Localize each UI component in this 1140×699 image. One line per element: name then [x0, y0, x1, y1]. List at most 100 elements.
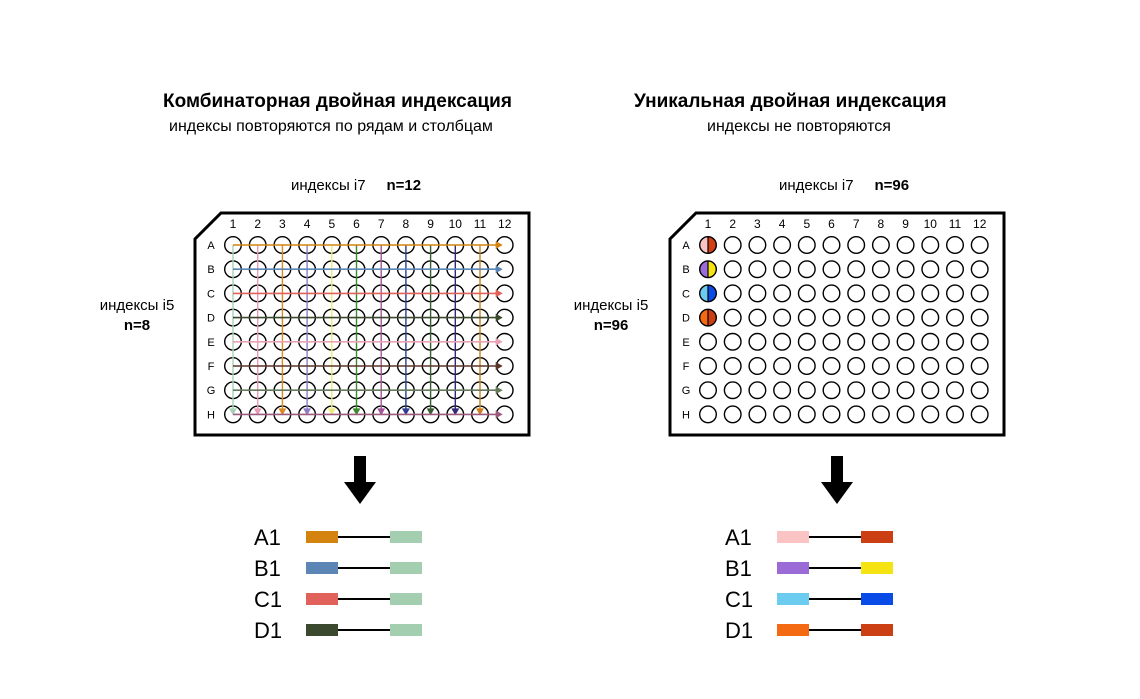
- left-row-label: H: [207, 409, 215, 421]
- right-row-label: A: [682, 240, 690, 252]
- left-column-arrowhead: [377, 408, 386, 416]
- right-well: [946, 260, 965, 279]
- left-pair-i5-swatch: [390, 531, 422, 543]
- left-row-arrowhead: [495, 313, 503, 322]
- left-i5-label: индексы i5: [99, 297, 175, 314]
- right-i7-count: n=96: [874, 177, 910, 194]
- left-i5-count: n=8: [123, 317, 151, 334]
- left-pair-i5-swatch: [390, 624, 422, 636]
- left-column-label: 12: [498, 217, 512, 231]
- right-well-i5-half: [708, 309, 717, 326]
- right-pair-i5-swatch: [861, 593, 893, 605]
- right-down-arrow: [821, 456, 853, 504]
- right-well: [822, 381, 841, 400]
- left-column-arrowhead: [476, 408, 484, 416]
- left-row-arrowhead: [495, 362, 503, 370]
- left-column-arrowhead: [426, 408, 435, 416]
- left-row-arrowhead: [495, 410, 503, 419]
- right-well: [748, 308, 767, 327]
- right-well: [896, 405, 915, 424]
- right-row-label: C: [682, 288, 690, 300]
- right-well: [797, 236, 816, 255]
- right-well: [921, 236, 940, 255]
- right-well: [773, 284, 792, 303]
- right-well: [921, 308, 940, 327]
- right-well: [822, 332, 841, 351]
- left-pair-i7-swatch: [306, 624, 338, 636]
- left-column-label: 10: [449, 217, 463, 231]
- right-well-i7-half: [699, 285, 708, 302]
- right-well: [921, 284, 940, 303]
- right-well: [970, 236, 989, 255]
- right-well: [970, 332, 989, 351]
- right-row-label: E: [682, 337, 689, 349]
- right-well: [699, 405, 718, 424]
- right-well: [847, 284, 866, 303]
- right-well: [797, 381, 816, 400]
- left-column-arrowhead: [352, 408, 361, 416]
- right-well-i7-half: [699, 236, 708, 254]
- left-column-arrowhead: [303, 408, 312, 416]
- left-column-arrowhead: [451, 408, 460, 416]
- right-well: [748, 260, 767, 279]
- right-pair-link: [809, 598, 861, 600]
- right-well: [871, 356, 890, 375]
- right-pair-link: [809, 567, 861, 569]
- left-pair-link: [338, 629, 390, 631]
- right-well: [822, 356, 841, 375]
- right-well: [723, 405, 742, 424]
- right-well: [748, 332, 767, 351]
- left-row-label: F: [208, 361, 215, 373]
- right-well: [822, 308, 841, 327]
- right-column-label: 3: [754, 217, 761, 231]
- right-column-label: 1: [705, 217, 712, 231]
- left-pair-i7-swatch: [306, 593, 338, 605]
- right-well: [723, 308, 742, 327]
- right-well-i5-half: [708, 260, 717, 278]
- left-column-label: 4: [304, 217, 311, 231]
- right-column-label: 8: [878, 217, 885, 231]
- right-well: [896, 332, 915, 351]
- right-column-label: 9: [902, 217, 909, 231]
- right-pair-i7-swatch: [777, 531, 809, 543]
- right-i5-label-group: индексы i5 n=96: [566, 296, 656, 336]
- right-well: [871, 405, 890, 424]
- right-pair-i5-swatch: [861, 562, 893, 574]
- right-well: [871, 260, 890, 279]
- right-pair-well-label: C1: [725, 587, 754, 612]
- right-column-label: 2: [729, 217, 736, 231]
- right-row-label: G: [682, 385, 691, 397]
- right-column-label: 12: [973, 217, 987, 231]
- right-pair-i5-swatch: [861, 531, 893, 543]
- right-well-i5-half: [708, 285, 717, 302]
- right-well: [748, 356, 767, 375]
- right-i5-label: индексы i5: [573, 297, 649, 314]
- right-well: [847, 405, 866, 424]
- right-column-label: 4: [779, 217, 786, 231]
- right-well: [797, 405, 816, 424]
- left-pair-i7-swatch: [306, 562, 338, 574]
- right-well: [699, 236, 718, 255]
- right-row-label: D: [682, 313, 690, 325]
- right-well: [797, 332, 816, 351]
- right-well: [970, 405, 989, 424]
- left-pair-well-label: B1: [254, 556, 281, 581]
- right-well: [748, 381, 767, 400]
- left-down-arrow: [344, 456, 376, 504]
- left-title: Комбинаторная двойная индексация: [163, 91, 512, 112]
- right-pair-i7-swatch: [777, 593, 809, 605]
- left-i7-label-group: индексы i7 n=12: [291, 177, 421, 194]
- right-well: [773, 308, 792, 327]
- right-well: [896, 260, 915, 279]
- right-well: [773, 405, 792, 424]
- left-row-label: D: [207, 313, 215, 325]
- right-well: [797, 356, 816, 375]
- right-well: [723, 236, 742, 255]
- right-well: [797, 284, 816, 303]
- right-well: [723, 260, 742, 279]
- right-well: [822, 260, 841, 279]
- right-i7-label: индексы i7: [779, 177, 854, 194]
- right-well: [773, 260, 792, 279]
- left-pair-link: [338, 598, 390, 600]
- right-well: [847, 236, 866, 255]
